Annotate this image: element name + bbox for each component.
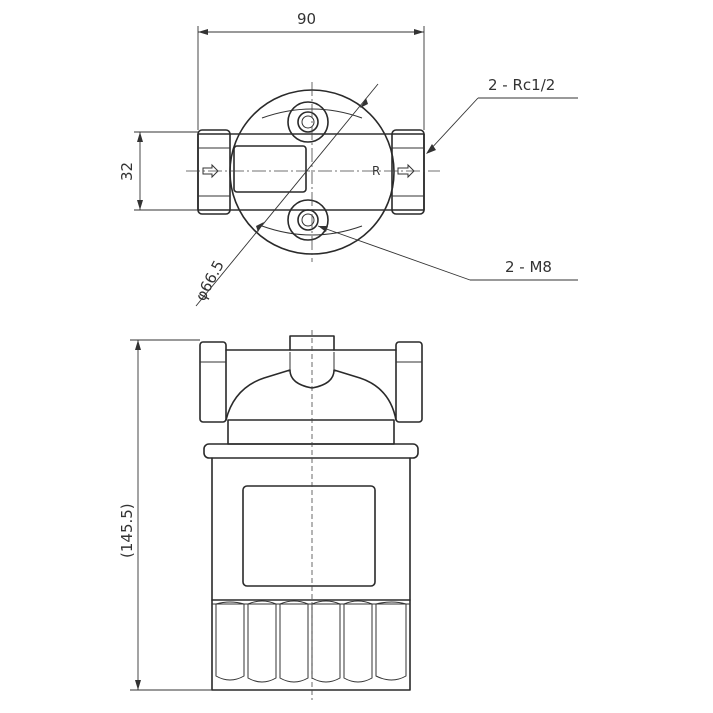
bolt-boss-top	[287, 101, 329, 143]
left-port-fitting	[197, 129, 231, 215]
side-view	[199, 330, 423, 700]
dimension-total-height: (145.5)	[118, 339, 212, 691]
top-view: R	[186, 82, 440, 262]
right-port-fitting	[391, 129, 425, 215]
callout-ports-label: 2 - Rc1/2	[488, 76, 555, 94]
dimension-width-label: 90	[297, 10, 316, 28]
dimension-width: 90	[197, 10, 425, 130]
flow-arrow-left	[202, 163, 219, 179]
callout-bolts-label: 2 - M8	[505, 258, 552, 276]
bolt-boss-bottom	[287, 199, 329, 241]
dimension-diameter: φ66.5	[192, 83, 379, 307]
callout-bolts: 2 - M8	[317, 225, 578, 281]
flow-mark: R	[372, 164, 380, 178]
flow-arrow-right	[397, 163, 415, 179]
dimension-height-label: 32	[118, 162, 136, 181]
grip-band	[211, 599, 411, 691]
dimension-diameter-label: φ66.5	[192, 257, 228, 304]
callout-ports: 2 - Rc1/2	[426, 76, 578, 154]
dimension-height: 32	[118, 131, 198, 211]
dimension-total-height-label: (145.5)	[118, 503, 136, 558]
